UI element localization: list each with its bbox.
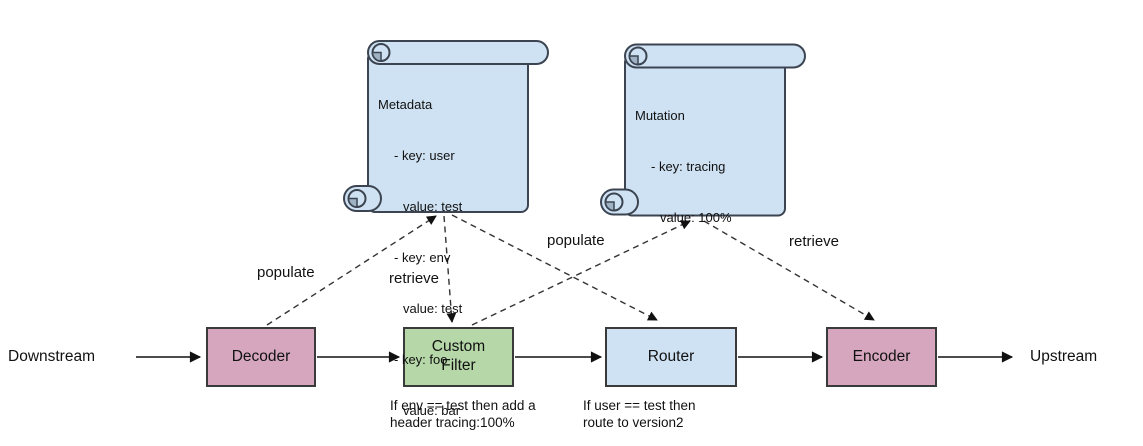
edge-label-populate-decoder: populate (257, 264, 315, 281)
node-decoder-label: Decoder (231, 347, 291, 365)
router-note-line: If user == test then (583, 398, 696, 413)
metadata-scroll-text: Metadata - key: user value: test - key: … (378, 62, 462, 446)
mutation-scroll-title: Mutation (635, 108, 685, 123)
mutation-scroll-text: Mutation - key: tracing value: 100% (635, 73, 732, 260)
dashed-arrow-metadata-to-router (451, 214, 658, 321)
upstream-label: Upstream (1030, 348, 1098, 365)
node-encoder-label: Encoder (852, 347, 911, 365)
dashed-arrow-custom-filter-populate-mutation (471, 220, 691, 326)
metadata-scroll-title: Metadata (378, 97, 433, 112)
node-encoder: Encoder (826, 327, 937, 387)
node-custom-filter-label: Custom Filter (431, 338, 486, 374)
router-note-line: route to version2 (583, 415, 684, 430)
router-note: If user == test then route to version2 (583, 397, 696, 431)
node-decoder: Decoder (206, 327, 316, 387)
metadata-line: value: test (403, 199, 463, 214)
mutation-line: value: 100% (660, 210, 732, 225)
dashed-arrow-metadata-retrieve-custom-filter (443, 215, 457, 323)
custom-filter-note-line: If env == test then add a (390, 398, 536, 413)
metadata-line: - key: env (394, 250, 451, 265)
metadata-line: value: test (403, 301, 463, 316)
node-custom-filter: Custom Filter (403, 327, 514, 387)
custom-filter-note: If env == test then add a header tracing… (390, 397, 536, 431)
edge-label-retrieve-custom-filter: retrieve (389, 270, 440, 287)
metadata-line: - key: foo (394, 352, 448, 367)
mutation-line: - key: tracing (651, 159, 726, 174)
dashed-arrow-decoder-populate-metadata (266, 215, 437, 326)
metadata-line: - key: user (394, 148, 455, 163)
edge-label-retrieve-encoder: retrieve (789, 233, 840, 250)
metadata-line: value: bar (403, 403, 461, 418)
node-router-label: Router (647, 347, 695, 365)
dashed-arrow-mutation-retrieve-encoder (703, 220, 875, 321)
node-router: Router (605, 327, 737, 387)
downstream-label: Downstream (8, 348, 95, 365)
edge-label-populate-mutation: populate (547, 232, 605, 249)
custom-filter-note-line: header tracing:100% (390, 415, 515, 430)
